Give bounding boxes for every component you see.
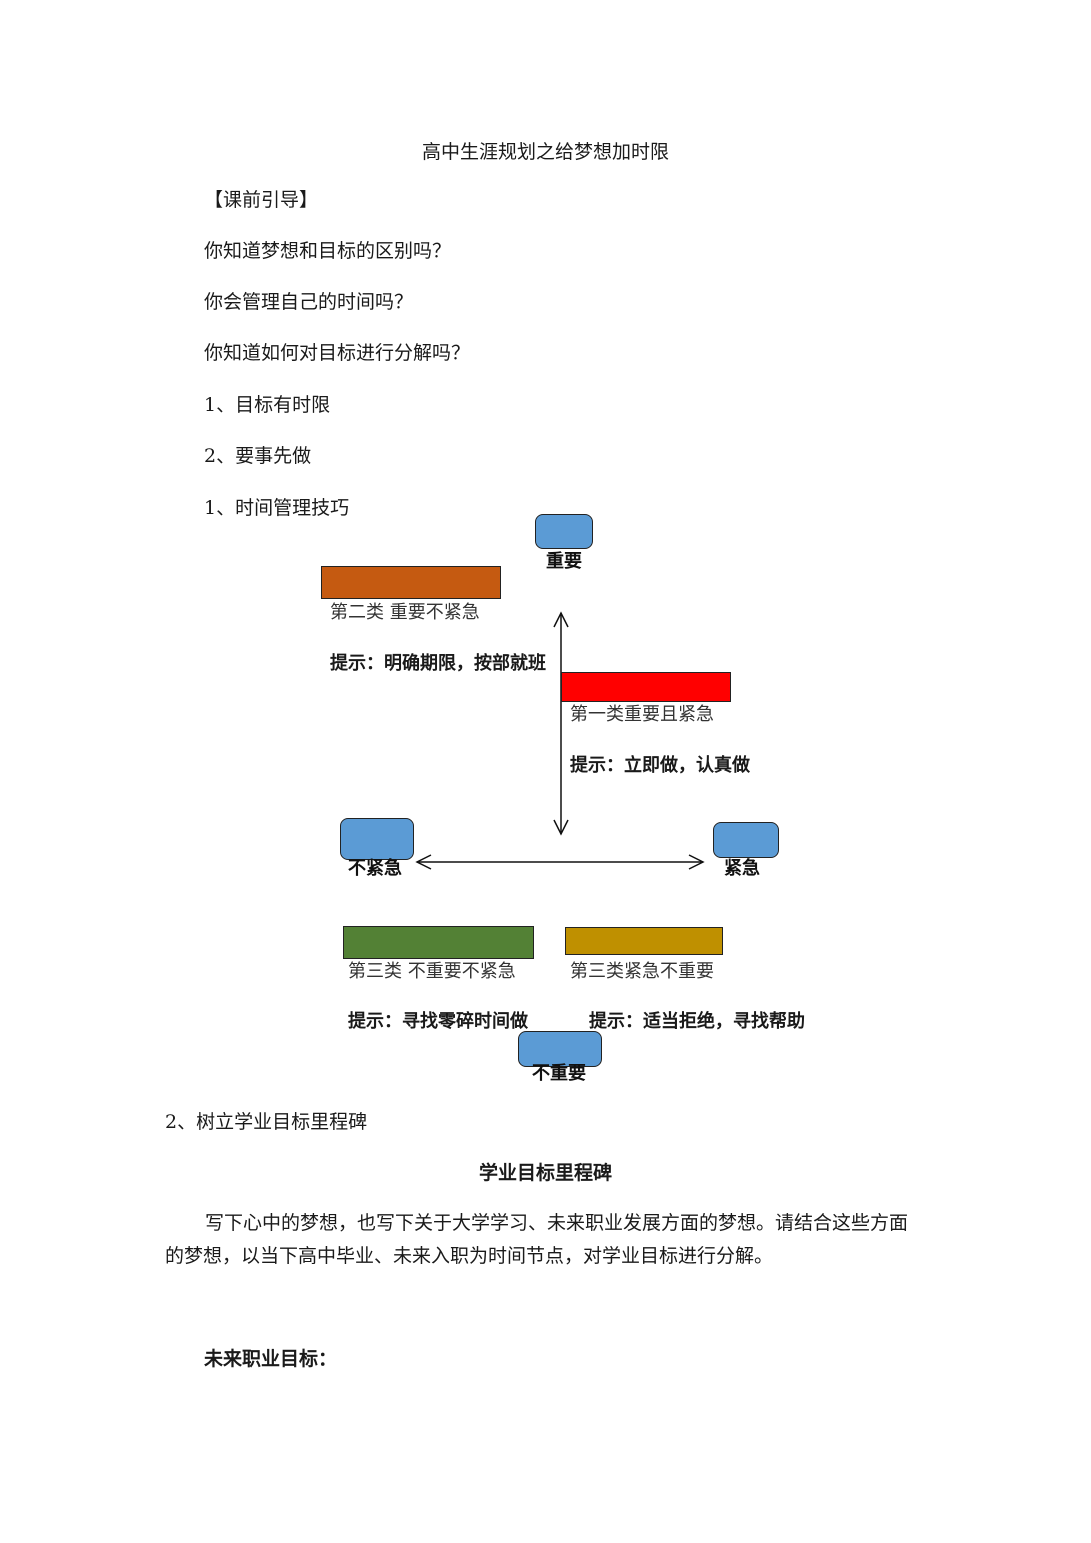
milestone-paragraph: 写下心中的梦想，也写下关于大学学习、未来职业发展方面的梦想。请结合这些方面的梦想… bbox=[165, 1212, 909, 1267]
axis-urgent-label: 紧急 bbox=[724, 858, 760, 879]
axis-important-box bbox=[535, 514, 593, 549]
point-3: 1、时间管理技巧 bbox=[204, 497, 350, 519]
quadrant-2-hint: 提示：明确期限，按部就班 bbox=[330, 653, 546, 674]
axis-important-label: 重要 bbox=[546, 551, 582, 572]
axis-not-urgent-label: 不紧急 bbox=[348, 858, 402, 879]
quadrant-1-hint: 提示：立即做，认真做 bbox=[570, 755, 750, 776]
quadrant-1-bar bbox=[561, 672, 731, 702]
quadrant-1-label: 第一类重要且紧急 bbox=[570, 704, 714, 725]
question-3: 你知道如何对目标进行分解吗？ bbox=[204, 342, 471, 364]
future-career-goal-label: 未来职业目标： bbox=[204, 1348, 338, 1370]
section-2-heading: 2、树立学业目标里程碑 bbox=[165, 1111, 368, 1133]
quadrant-2-bar bbox=[321, 566, 501, 599]
quadrant-3-bar bbox=[343, 926, 534, 959]
axis-not-important-label: 不重要 bbox=[532, 1063, 586, 1084]
quadrant-4-bar bbox=[565, 927, 723, 955]
milestone-subtitle: 学业目标里程碑 bbox=[478, 1162, 612, 1184]
axis-not-important-box bbox=[518, 1031, 602, 1067]
section-intro-heading: 【课前引导】 bbox=[204, 189, 319, 211]
quadrant-2-label: 第二类 重要不紧急 bbox=[330, 602, 480, 623]
quadrant-4-hint: 提示：适当拒绝，寻找帮助 bbox=[589, 1011, 805, 1032]
question-1: 你知道梦想和目标的区别吗？ bbox=[204, 240, 452, 262]
question-2: 你会管理自己的时间吗？ bbox=[204, 291, 414, 313]
axis-urgent-box bbox=[713, 822, 779, 858]
page-title: 高中生涯规划之给梦想加时限 bbox=[421, 141, 669, 163]
point-1: 1、目标有时限 bbox=[204, 394, 331, 416]
quadrant-3-hint: 提示：寻找零碎时间做 bbox=[348, 1011, 528, 1032]
point-2: 2、要事先做 bbox=[204, 445, 312, 467]
axis-not-urgent-box bbox=[340, 818, 414, 860]
quadrant-3-label: 第三类 不重要不紧急 bbox=[348, 961, 516, 982]
quadrant-4-label: 第三类紧急不重要 bbox=[570, 961, 714, 982]
